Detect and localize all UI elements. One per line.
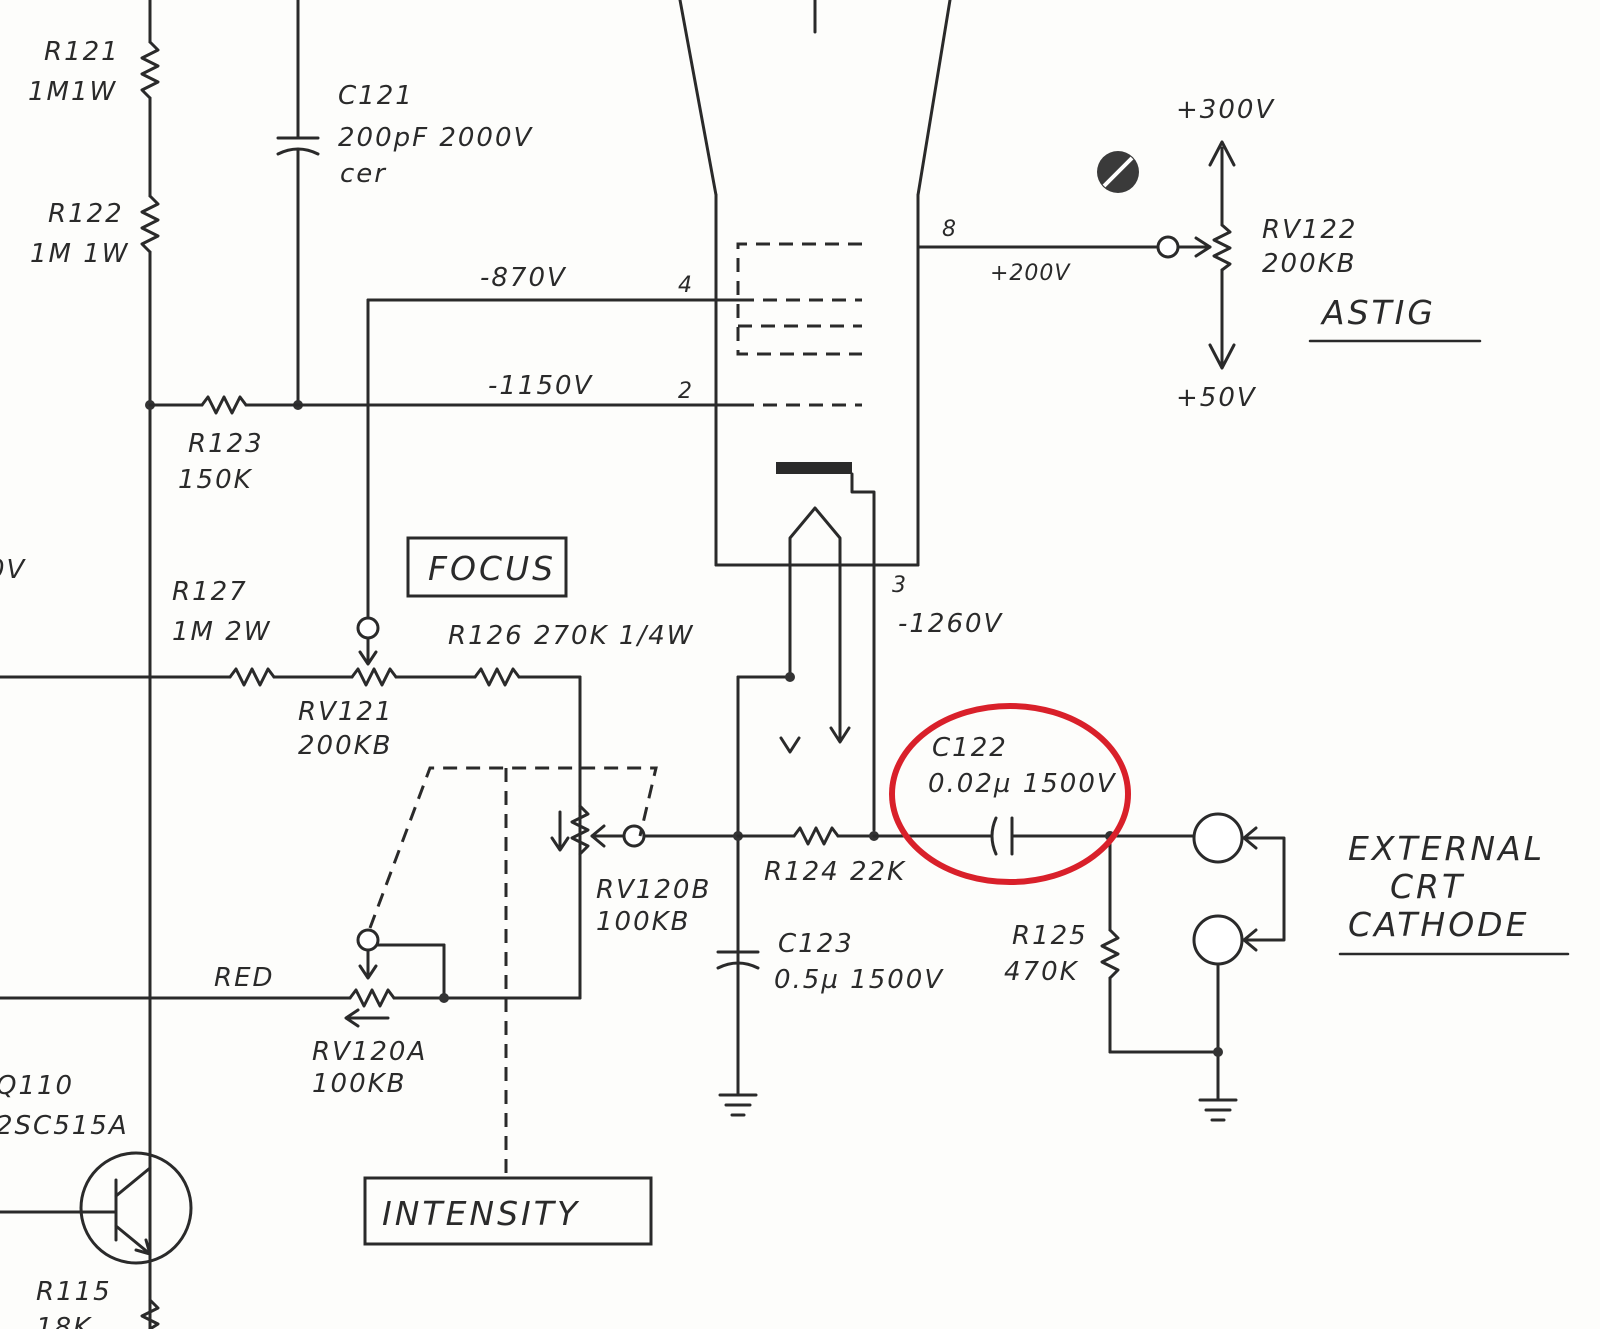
voltage-plus-200: +200V [990, 261, 1071, 286]
external-label-line3: CATHODE [1348, 905, 1529, 944]
pin-3-label: 3 [892, 573, 907, 598]
r115-value: 18K [36, 1313, 92, 1329]
r125-resistor [1100, 834, 1220, 1054]
r122-value: 1M 1W [30, 239, 130, 269]
r115-ref: R115 [36, 1277, 112, 1307]
c122-ref: C122 [932, 733, 1008, 763]
ground-icon [718, 1093, 758, 1117]
rv120a-value: 100KB [312, 1069, 407, 1099]
c123-ref: C123 [778, 929, 854, 959]
filament-arrows [779, 726, 851, 754]
r125-ref: R125 [1012, 921, 1088, 951]
r127-rv121-r126-chain [0, 667, 582, 1000]
left-voltage-partial: 0V [0, 555, 27, 585]
rv121-terminal [356, 616, 380, 640]
filament-tap-line [736, 675, 792, 1097]
rv120a-ref: RV120A [312, 1037, 427, 1067]
voltage-minus-1150: -1150V [488, 371, 594, 401]
intensity-label: INTENSITY [382, 1194, 580, 1233]
junction-dot [439, 993, 449, 1003]
r115-resistor [140, 1298, 160, 1329]
pin-4-label: 4 [678, 273, 693, 298]
r127-ref: R127 [172, 577, 248, 607]
external-cathode-jack-2 [1192, 914, 1244, 966]
r123-value: 150K [178, 465, 253, 495]
pin-8-label: 8 [942, 217, 957, 242]
external-label-line2: CRT [1390, 867, 1465, 906]
rv121-ref: RV121 [298, 697, 393, 727]
c122-capacitor [872, 816, 1196, 856]
red-label: RED [214, 963, 275, 993]
q110-ref: Q110 [0, 1071, 74, 1101]
rv120b-ref: RV120B [596, 875, 711, 905]
junction-dot [785, 672, 795, 682]
r124-label: R124 22K [764, 857, 906, 887]
rv122-value: 200KB [1262, 249, 1357, 279]
crt-tube-outline [678, 0, 952, 567]
voltage-minus-870: -870V [480, 263, 567, 293]
r122-ref: R122 [48, 199, 124, 229]
rv120a-potentiometer [0, 928, 582, 1028]
c123-capacitor [716, 950, 760, 970]
crt-electrodes [736, 242, 876, 832]
adjustment-screw-icon [1097, 151, 1139, 193]
voltage-plus-50: +50V [1176, 383, 1257, 413]
external-label-line1: EXTERNAL [1348, 829, 1545, 868]
r122-resistor [140, 194, 160, 1329]
r124-resistor [736, 826, 876, 846]
rv120b-potentiometer [550, 804, 626, 856]
c121-ref: C121 [338, 81, 414, 111]
voltage-minus-1260: -1260V [898, 609, 1004, 639]
c121-type: cer [340, 159, 387, 189]
focus-label: FOCUS [428, 549, 556, 588]
rv122-terminal [1156, 235, 1180, 259]
rv122-potentiometer [1176, 140, 1236, 370]
rv120b-value: 100KB [596, 907, 691, 937]
focus-line-870v [366, 298, 742, 620]
focus-label-box: FOCUS [406, 536, 568, 598]
c123-value: 0.5µ 1500V [774, 965, 944, 995]
astig-label: ASTIG [1320, 293, 1436, 332]
r125-value: 470K [1004, 957, 1079, 987]
rv120a-terminal [356, 928, 380, 952]
pin-2-label: 2 [678, 379, 693, 404]
r121-value: 1M1W [28, 77, 117, 107]
r127-value: 1M 2W [172, 617, 272, 647]
c122-value: 0.02µ 1500V [928, 769, 1117, 799]
r121-ref: R121 [44, 37, 120, 67]
c122-highlight-circle [889, 703, 1131, 885]
rv121-value: 200KB [298, 731, 393, 761]
q110-transistor [0, 1151, 193, 1265]
voltage-plus-300: +300V [1176, 95, 1275, 125]
junction-dot [1213, 1047, 1223, 1057]
intensity-label-box: INTENSITY [363, 1176, 653, 1246]
rv122-ref: RV122 [1262, 215, 1357, 245]
ground-icon [1198, 1098, 1238, 1122]
c121-value: 200pF 2000V [338, 123, 534, 153]
jack-shorting-link [1216, 826, 1286, 1102]
q110-value: 2SC515A [0, 1111, 129, 1141]
heater-grid-icon [776, 462, 852, 474]
r121-resistor [140, 0, 160, 198]
intensity-ganged-link [368, 766, 658, 1178]
r123-ref: R123 [188, 429, 264, 459]
r126-label: R126 270K 1/4W [448, 621, 694, 651]
external-cathode-jack-1 [1192, 812, 1244, 864]
r123-resistor [148, 395, 742, 415]
c121-capacitor [276, 0, 320, 407]
